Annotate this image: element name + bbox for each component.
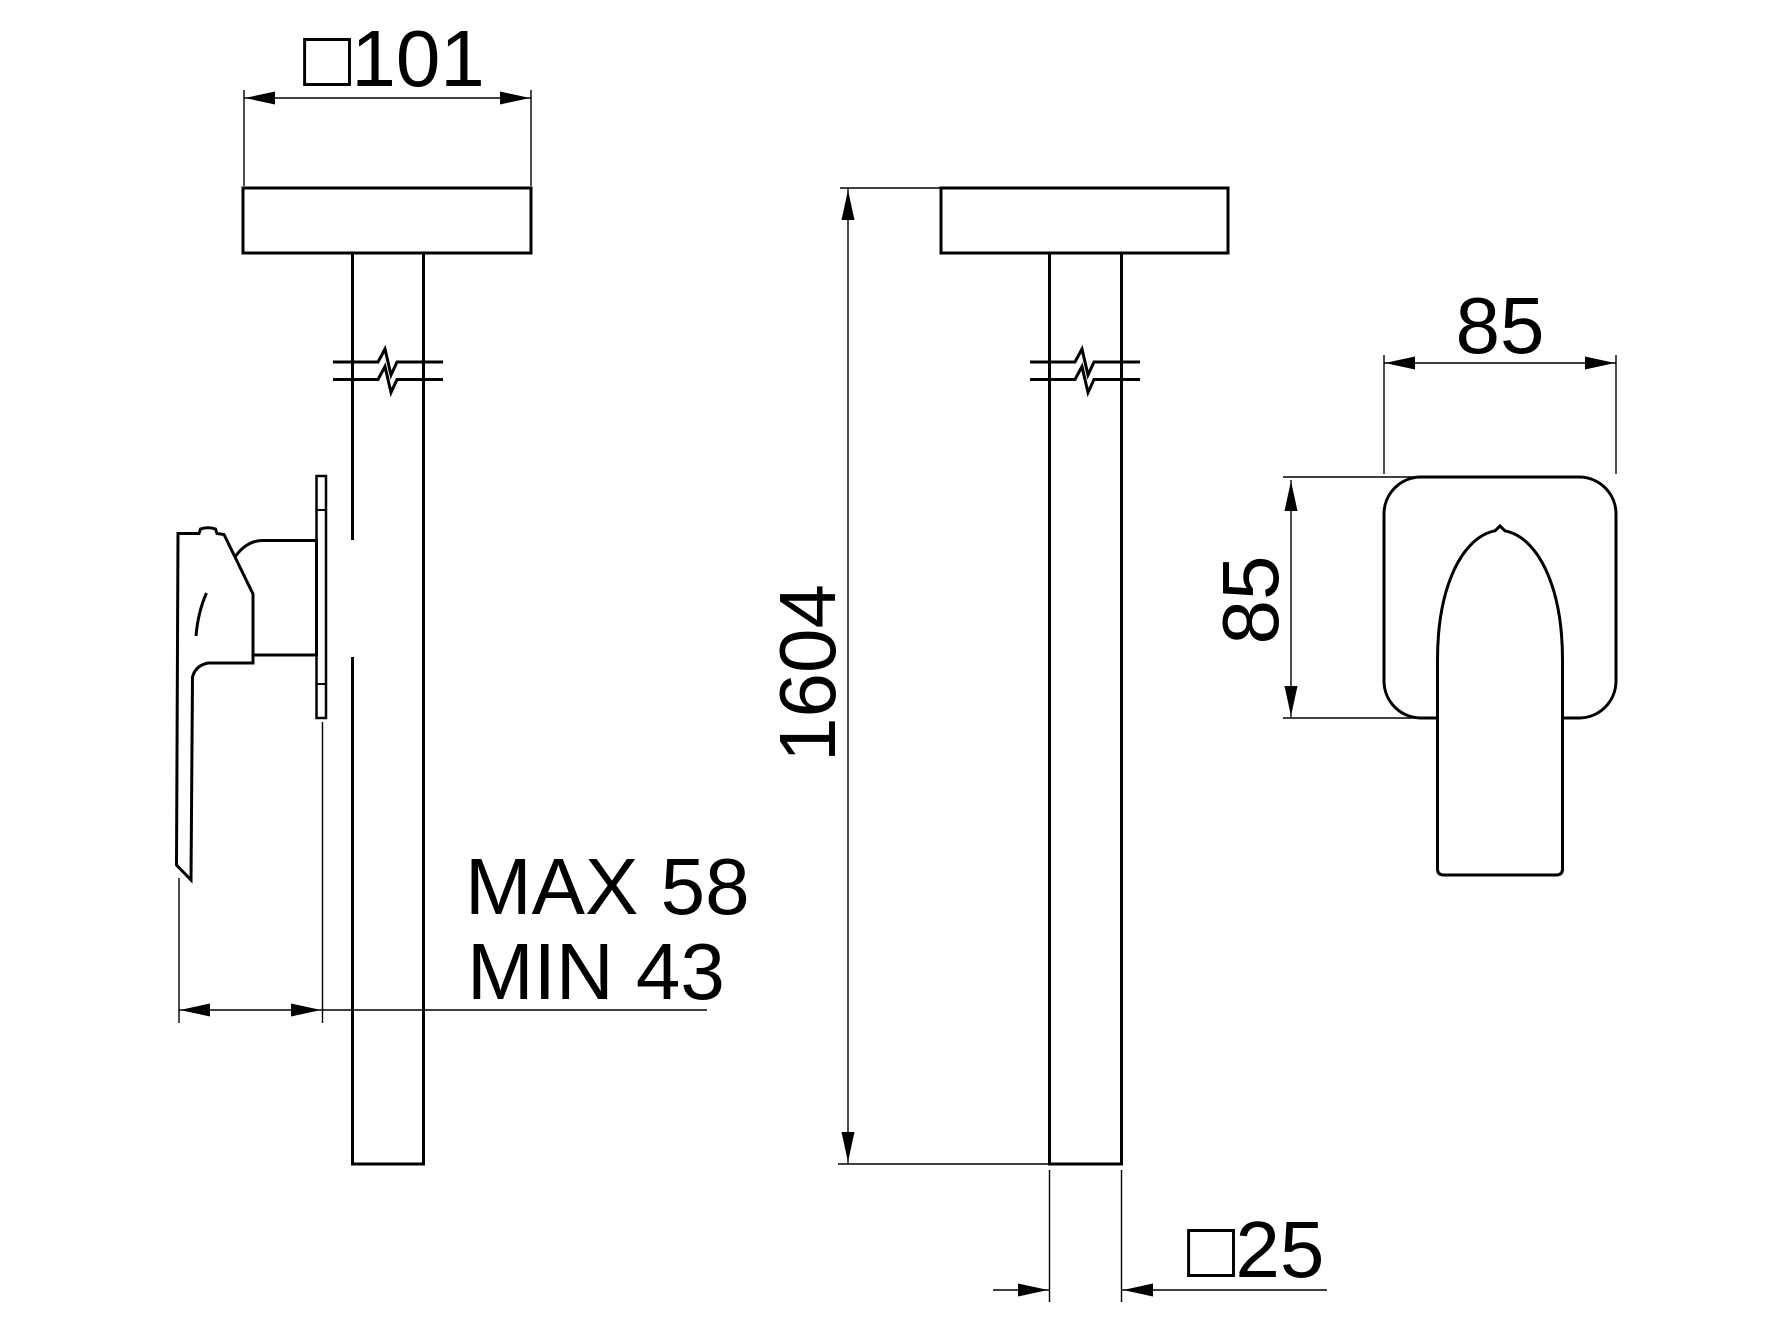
arrowhead-left-icon xyxy=(1385,356,1415,370)
arrowhead-down-icon xyxy=(1284,686,1298,716)
break-mark-lower xyxy=(333,362,443,398)
break-mark-upper xyxy=(333,344,443,380)
side-view-height: 1604 □25 xyxy=(763,186,1327,1302)
arrowhead-right-icon xyxy=(1585,356,1615,370)
arrowhead-up-icon xyxy=(841,190,855,220)
dim-label-projection-max: MAX 58 xyxy=(465,842,750,931)
break-mark-upper xyxy=(1030,344,1140,380)
dim-label-tube-width: □25 xyxy=(1187,1205,1324,1294)
valve-body-side xyxy=(252,539,318,657)
lever-handle-side xyxy=(174,526,255,884)
arrowhead-left-icon xyxy=(180,1003,210,1017)
dim-label-overall-height: 1604 xyxy=(763,584,852,762)
arrowhead-right-icon xyxy=(291,1003,321,1017)
mixer-front-view: 85 85 xyxy=(1206,281,1618,877)
handle-collar-curve xyxy=(233,539,263,558)
arrowhead-right-icon xyxy=(500,91,530,105)
arrowhead-left-icon xyxy=(1123,1283,1153,1297)
arrowhead-right-icon xyxy=(1018,1283,1048,1297)
ceiling-flange-side xyxy=(241,186,533,255)
dim-label-flange-width: □101 xyxy=(303,14,485,103)
lever-handle-front xyxy=(1436,523,1564,877)
arrowhead-up-icon xyxy=(1284,481,1298,511)
arrowhead-down-icon xyxy=(841,1132,855,1162)
arrowhead-left-icon xyxy=(245,91,275,105)
dim-label-plate-width: 85 xyxy=(1456,281,1545,370)
dim-label-plate-height: 85 xyxy=(1206,556,1295,645)
side-view-with-mixer: □101 MAX 58 MIN 43 xyxy=(174,14,750,1166)
break-mark-lower xyxy=(1030,362,1140,398)
handle-groove-curve xyxy=(194,592,208,637)
dim-label-projection-min: MIN 43 xyxy=(467,927,725,1016)
ceiling-flange-side xyxy=(939,186,1230,255)
